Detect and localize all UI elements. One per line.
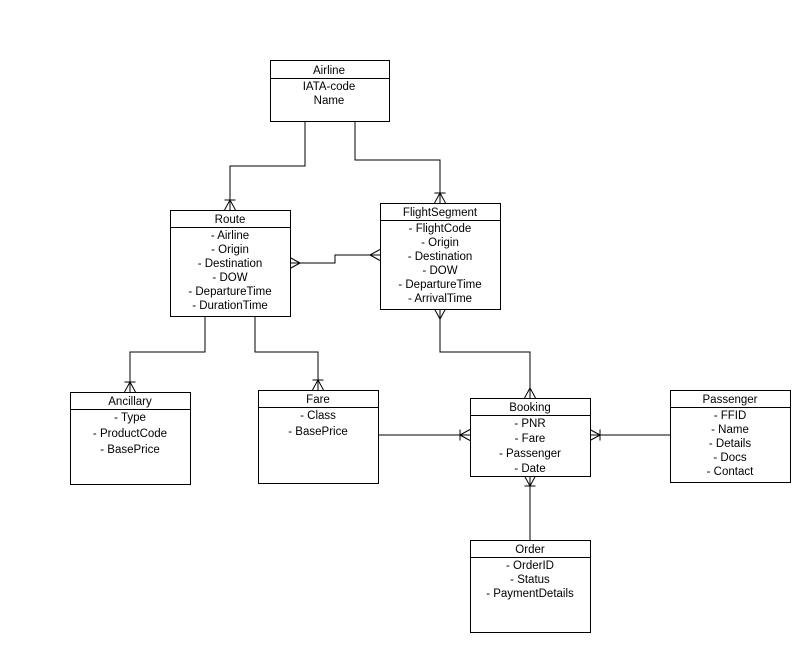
entity-attribute: - PaymentDetails xyxy=(486,588,574,600)
entity-attribute: - DOW xyxy=(422,265,457,277)
entity-attribute: - Contact xyxy=(707,466,754,478)
entity-title-booking: Booking xyxy=(509,402,551,414)
entity-title-passenger: Passenger xyxy=(703,394,758,406)
cardinality-many-flightsegment-booking-from xyxy=(434,308,446,320)
entity-attribute: - Name xyxy=(711,424,749,436)
entity-attribute: - Origin xyxy=(211,244,249,256)
cardinality-many-route-flightsegment-from xyxy=(289,257,301,269)
entity-attribute: - FlightCode xyxy=(409,223,472,235)
cardinality-one-or-many-passenger-booking-to xyxy=(589,429,601,441)
entity-box-booking xyxy=(470,398,591,477)
relationship-lines xyxy=(129,121,670,540)
entity-attribute: - OrderID xyxy=(506,560,554,572)
entity-attribute: - DepartureTime xyxy=(398,279,481,291)
entity-attribute: - Class xyxy=(300,410,336,422)
entity-box-ancillary xyxy=(70,392,191,485)
entity-box-flightsegment xyxy=(380,203,501,310)
entity-fare: Fare - Class - BasePrice xyxy=(258,390,379,484)
cardinality-one-or-many-airline-flightsegment-to xyxy=(434,192,446,204)
entity-attribute: - Fare xyxy=(515,433,546,445)
cardinality-markers xyxy=(124,192,601,487)
entity-attribute: - Details xyxy=(709,438,751,450)
cardinality-many-flightsegment-booking-to xyxy=(524,387,536,399)
entity-attribute: - Type xyxy=(114,412,146,424)
relationship-line-airline-flightsegment xyxy=(354,121,441,203)
cardinality-one-or-many-airline-route-to xyxy=(224,199,236,211)
entity-route: Route - Airline - Origin - Destination - DOW… xyxy=(170,210,291,317)
entity-attribute: - Status xyxy=(510,574,550,586)
entity-attribute: Name xyxy=(314,95,345,107)
entity-title-order: Order xyxy=(515,544,545,556)
entity-attribute: - ProductCode xyxy=(93,428,167,440)
entity-flightsegment: FlightSegment - FlightCode - Origin - Desti… xyxy=(380,203,501,310)
entity-attribute: - Destination xyxy=(408,251,473,263)
relationship-line-route-flightsegment xyxy=(290,254,380,264)
entity-attribute: - Docs xyxy=(713,452,746,464)
entity-order: Order - OrderID - Status - PaymentDetails xyxy=(470,540,591,633)
entity-attribute: - Passenger xyxy=(499,448,561,460)
entity-attribute: - DOW xyxy=(212,272,247,284)
relationship-line-route-ancillary xyxy=(129,316,206,392)
entity-title-ancillary: Ancillary xyxy=(108,396,152,408)
entity-box-fare xyxy=(258,390,379,484)
relationship-line-route-fare xyxy=(254,316,319,390)
cardinality-many-route-flightsegment-to xyxy=(369,249,381,261)
entity-box-order xyxy=(470,540,591,633)
cardinality-one-or-many-route-ancillary-to xyxy=(124,381,136,393)
entity-attribute: - ArrivalTime xyxy=(408,293,472,305)
entity-title-flightsegment: FlightSegment xyxy=(403,207,478,219)
entity-box-route xyxy=(170,210,291,317)
entity-attribute: - PNR xyxy=(514,418,545,430)
entity-attribute: - DepartureTime xyxy=(188,286,271,298)
relationship-line-flightsegment-booking xyxy=(439,309,531,398)
entity-attribute: - Airline xyxy=(211,230,249,242)
entity-attribute: - Destination xyxy=(198,258,263,270)
entity-attribute: - DurationTime xyxy=(192,300,268,312)
entity-title-airline: Airline xyxy=(313,65,345,77)
entity-box-passenger xyxy=(670,390,791,483)
relationship-line-airline-route xyxy=(229,121,306,210)
entity-attribute: - Date xyxy=(514,463,545,475)
entity-attribute: - BasePrice xyxy=(100,444,159,456)
entity-box-airline xyxy=(270,60,390,122)
entity-attribute: - FFID xyxy=(714,410,747,422)
cardinality-one-or-many-order-booking-to xyxy=(524,475,536,487)
cardinality-one-or-many-route-fare-to xyxy=(312,379,324,391)
entity-booking: Booking - PNR - Fare - Passenger - Date xyxy=(470,398,591,477)
cardinality-one-or-many-fare-booking-to xyxy=(459,429,471,441)
entity-passenger: Passenger - FFID - Name - Details - Docs - Co… xyxy=(670,390,791,483)
entity-ancillary: Ancillary - Type - ProductCode - BasePrice xyxy=(70,392,191,485)
entity-attribute: - Origin xyxy=(421,237,459,249)
entity-attribute: IATA-code xyxy=(303,81,356,93)
entity-title-fare: Fare xyxy=(306,394,330,406)
entity-title-route: Route xyxy=(215,214,246,226)
entity-attribute: - BasePrice xyxy=(288,426,347,438)
